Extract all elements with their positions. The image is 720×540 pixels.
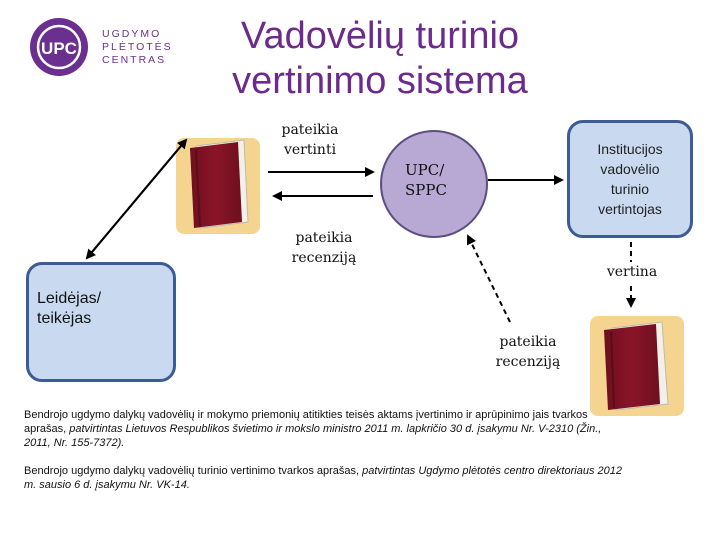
page-title: Vadovėlių turinio vertinimo sistema [180,14,580,104]
logo-line-3: CENTRAS [102,54,167,66]
label-line: pateikia [499,334,557,350]
label-pateikia-recenzija-top: pateikia recenziją [284,228,364,268]
label-pateikia-recenzija-bottom: pateikia recenziją [488,332,568,372]
upc-line-2: SPPC [405,181,447,199]
label-line: vertina [606,264,658,280]
institucijos-line-4: vertintojas [598,201,662,217]
label-vertina: vertina [604,262,660,282]
reference-item: Bendrojo ugdymo dalykų vadovėlių turinio… [24,464,624,492]
leidejas-line-1: Leidėjas/ [37,290,102,307]
reference-source: patvirtintas Lietuvos Respublikos švieti… [24,423,602,449]
label-line: recenziją [291,250,357,266]
title-line-2: vertinimo sistema [232,60,528,102]
leidejas-line-2: teikėjas [37,310,92,327]
upc-line-1: UPC/ [405,161,445,179]
label-line: pateikia [295,230,353,246]
logo-line-1: UGDYMO [102,28,162,40]
book-icon-top [176,138,260,234]
label-line: pateikia [281,122,339,138]
reference-source: patvirtintas Ugdymo plėtotės centro dire… [24,465,622,491]
reference-item: Bendrojo ugdymo dalykų vadovėlių ir moky… [24,408,624,450]
logo-line-2: PLĖTOTĖS [102,41,173,53]
logo-mark: UPC [30,18,88,76]
leidejas-node: Leidėjas/ teikėjas [26,262,176,382]
upc-logo: UPC UGDYMO PLĖTOTĖS CENTRAS [30,18,173,78]
upc-sppc-label: UPC/ SPPC [405,160,447,200]
logo-wordmark: UGDYMO PLĖTOTĖS CENTRAS [102,28,173,67]
label-line: vertinti [283,142,337,158]
book-icon-bottom [590,316,684,416]
arrow-book-to-leidejas [85,139,187,260]
reference-title: Bendrojo ugdymo dalykų vadovėlių turinio… [24,465,360,477]
institucijos-line-3: turinio [610,181,650,197]
logo-emblem-icon: UPC [36,24,82,70]
label-line: recenziją [495,354,561,370]
upc-sppc-node [380,130,488,238]
institucijos-line-2: vadovėlio [600,161,660,177]
references: Bendrojo ugdymo dalykų vadovėlių ir moky… [24,408,624,506]
institucijos-node: Institucijos vadovėlio turinio vertintoj… [567,120,693,238]
reference-title: Bendrojo ugdymo dalykų vadovėlių ir moky… [24,409,588,435]
logo-mark-text: UPC [41,39,77,58]
dashed-arrow-recenzija-to-upc [467,234,511,323]
institucijos-line-1: Institucijos [597,141,663,157]
label-pateikia-vertinti: pateikia vertinti [278,120,342,160]
title-line-1: Vadovėlių turinio [240,15,520,57]
